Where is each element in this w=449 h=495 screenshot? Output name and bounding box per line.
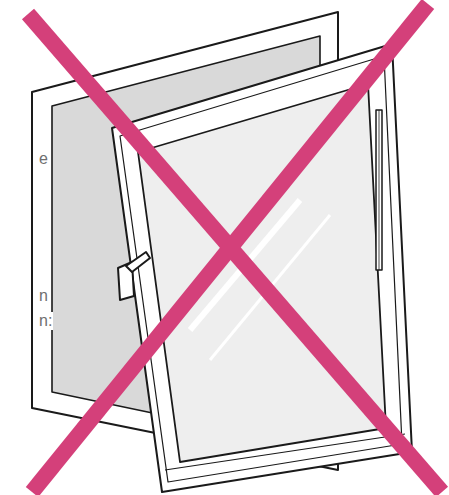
cut-off-text: n: xyxy=(38,312,53,330)
cut-off-text: n xyxy=(38,287,49,305)
window-sash xyxy=(112,44,412,492)
prohibition-cross xyxy=(28,4,442,492)
cut-off-text: e xyxy=(38,150,49,168)
